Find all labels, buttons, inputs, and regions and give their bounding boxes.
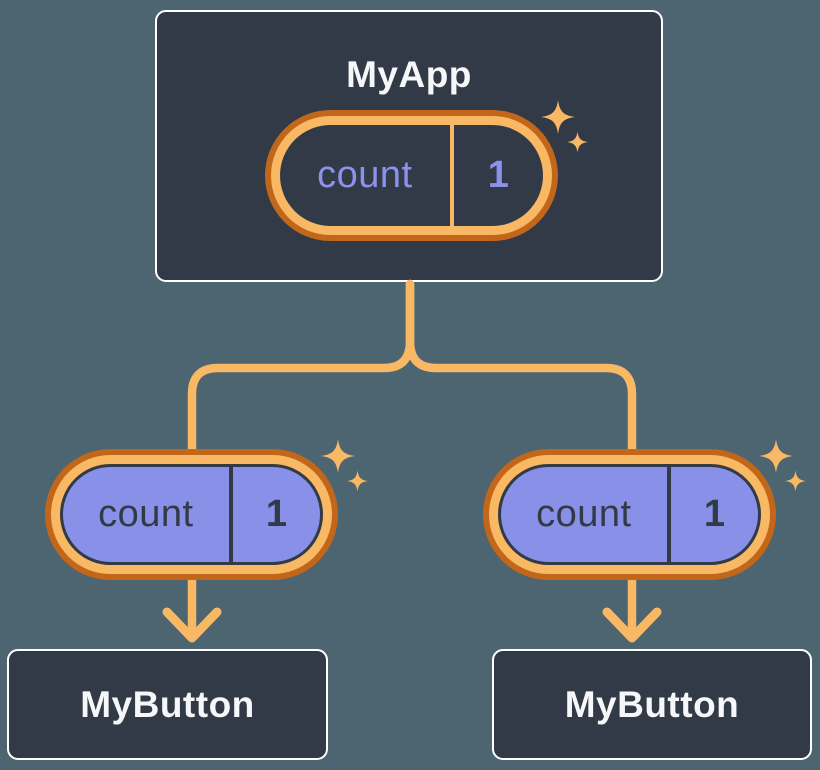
prop-pill-body: count 1 [498,464,761,565]
prop-pill-body: count 1 [60,464,323,565]
pill-divider [449,125,454,226]
pill-divider [666,467,671,562]
state-pill-body: count 1 [280,125,543,226]
prop-pill-right: count 1 [483,439,807,580]
component-node-mybutton-left: MyButton [7,649,328,760]
prop-pill-ring: count 1 [51,455,332,574]
state-name: count [317,154,413,196]
component-node-mybutton-right: MyButton [492,649,812,760]
prop-value: 1 [703,493,725,535]
arrow-down-icon [162,607,222,643]
prop-name: count [536,493,632,535]
prop-name: count [98,493,194,535]
branch-right-line [405,279,637,457]
component-title: MyButton [564,683,740,725]
arrow-down-icon [602,607,662,643]
pill-divider [228,467,233,562]
state-value: 1 [487,154,509,196]
component-title: MyButton [80,683,255,725]
prop-pill-left: count 1 [45,439,369,580]
state-pill: count 1 [265,100,589,241]
component-title: MyApp [346,54,472,95]
state-pill-ring: count 1 [271,116,552,235]
prop-value: 1 [265,493,287,535]
branch-left-line [187,279,415,457]
prop-pill-ring: count 1 [489,455,770,574]
sparkle-icon [759,439,807,492]
sparkle-icon [321,439,369,492]
sparkle-icon [541,100,589,153]
